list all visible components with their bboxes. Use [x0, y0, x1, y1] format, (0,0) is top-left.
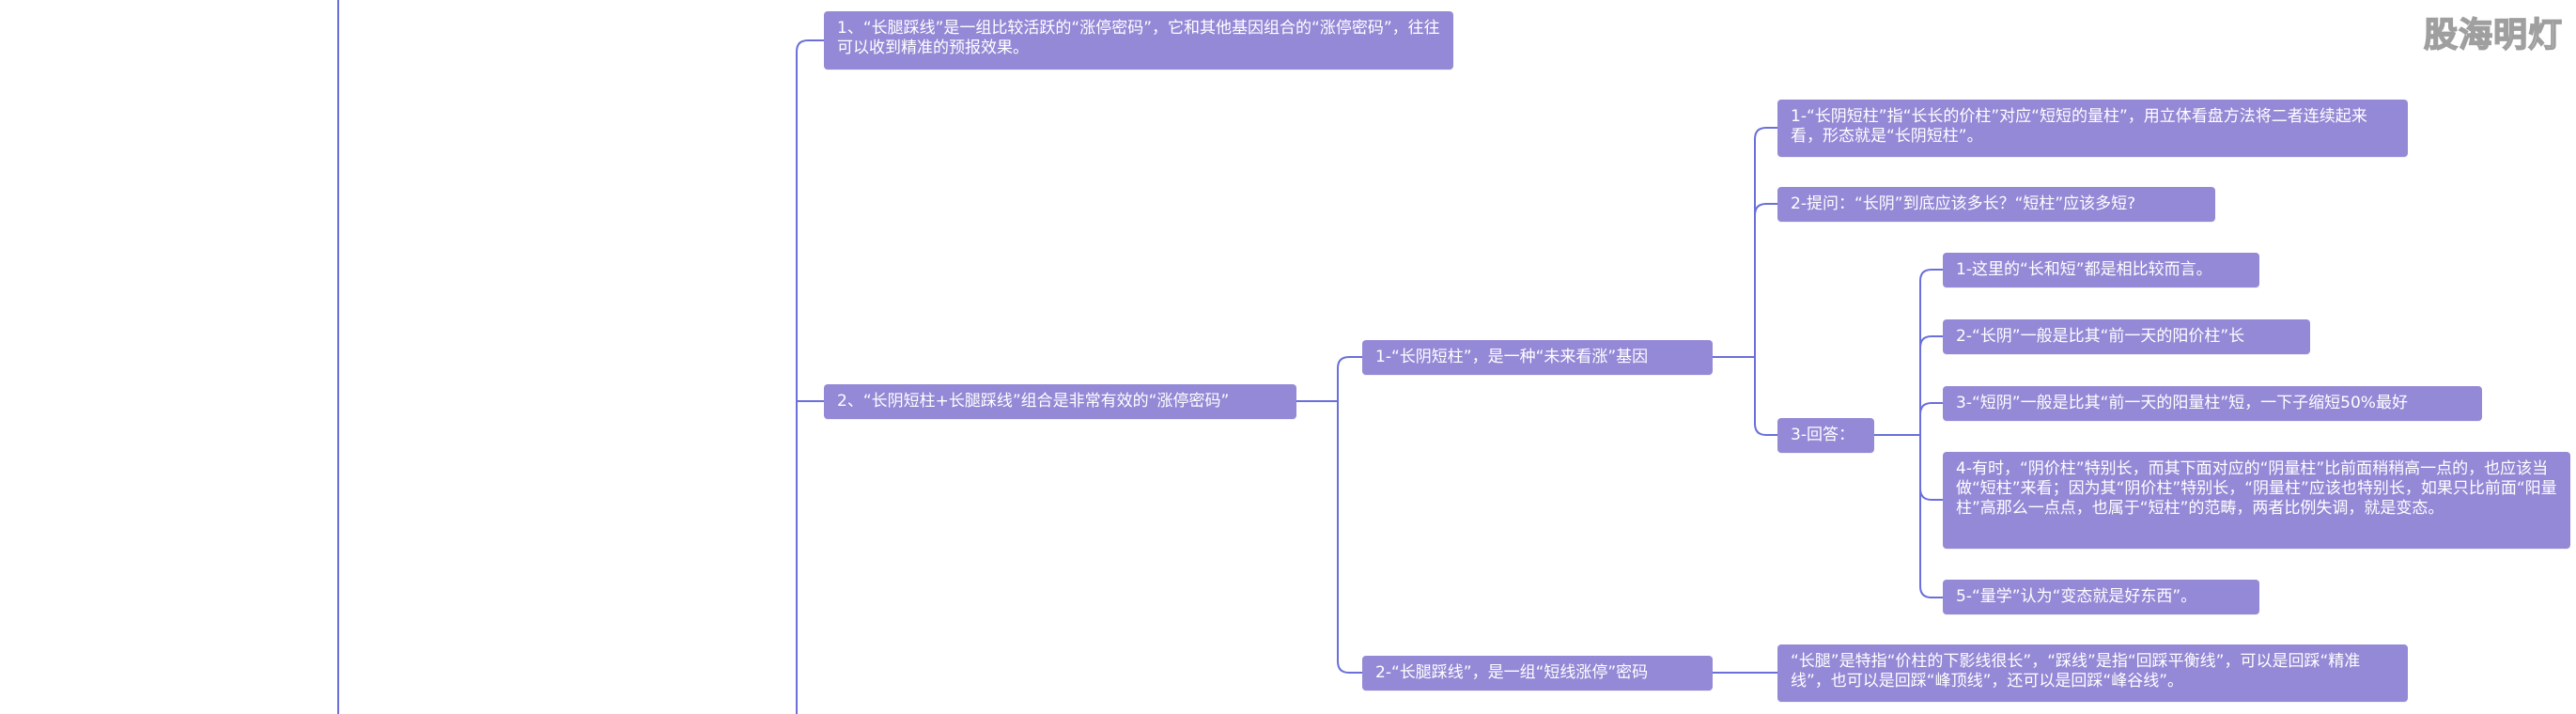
- node-answer-item-3: 3-“短阴”一般是比其“前一天的阳量柱”短，一下子缩短50%最好: [1943, 386, 2482, 421]
- answer-children-connector: [1874, 269, 1943, 598]
- node-answer-item-5: 5-“量学”认为“变态就是好东西”。: [1943, 580, 2259, 614]
- node-answer: 3-回答：: [1777, 418, 1874, 453]
- node-long-yin-short-column-combo: 2、“长阴短柱+长腿踩线”组合是非常有效的“涨停密码”: [824, 384, 1296, 419]
- node-long-yin-short-column-gene: 1-“长阴短柱”，是一种“未来看涨”基因: [1362, 340, 1713, 375]
- node-answer-item-4: 4-有时，“阴价柱”特别长，而其下面对应的“阴量柱”比前面稍稍高一点的，也应该当…: [1943, 452, 2570, 549]
- node-long-leg-short-line-code: 2-“长腿踩线”，是一组“短线涨停”密码: [1362, 656, 1713, 691]
- node-long-leg-explanation: “长腿”是特指“价柱的下影线很长”，“踩线”是指“回踩平衡线”，可以是回踩“精准…: [1777, 644, 2408, 702]
- node-definition: 1-“长阴短柱”指“长长的价柱”对应“短短的量柱”，用立体看盘方法将二者连续起来…: [1777, 100, 2408, 157]
- branch-2-children-connector: [1295, 356, 1362, 674]
- node-answer-item-1: 1-这里的“长和短”都是相比较而言。: [1943, 253, 2259, 287]
- node-question: 2-提问：“长阴”到底应该多长？“短柱”应该多短?: [1777, 187, 2215, 222]
- watermark-logo: 股海明灯: [2423, 15, 2563, 55]
- node-long-leg-tread-line: 1、“长腿踩线”是一组比较活跃的“涨停密码”，它和其他基因组合的“涨停密码”，往…: [824, 11, 1453, 70]
- node-answer-item-2: 2-“长阴”一般是比其“前一天的阳价柱”长: [1943, 319, 2310, 354]
- branch-1-connector: [796, 39, 824, 714]
- sub-1-children-connector: [1713, 127, 1777, 436]
